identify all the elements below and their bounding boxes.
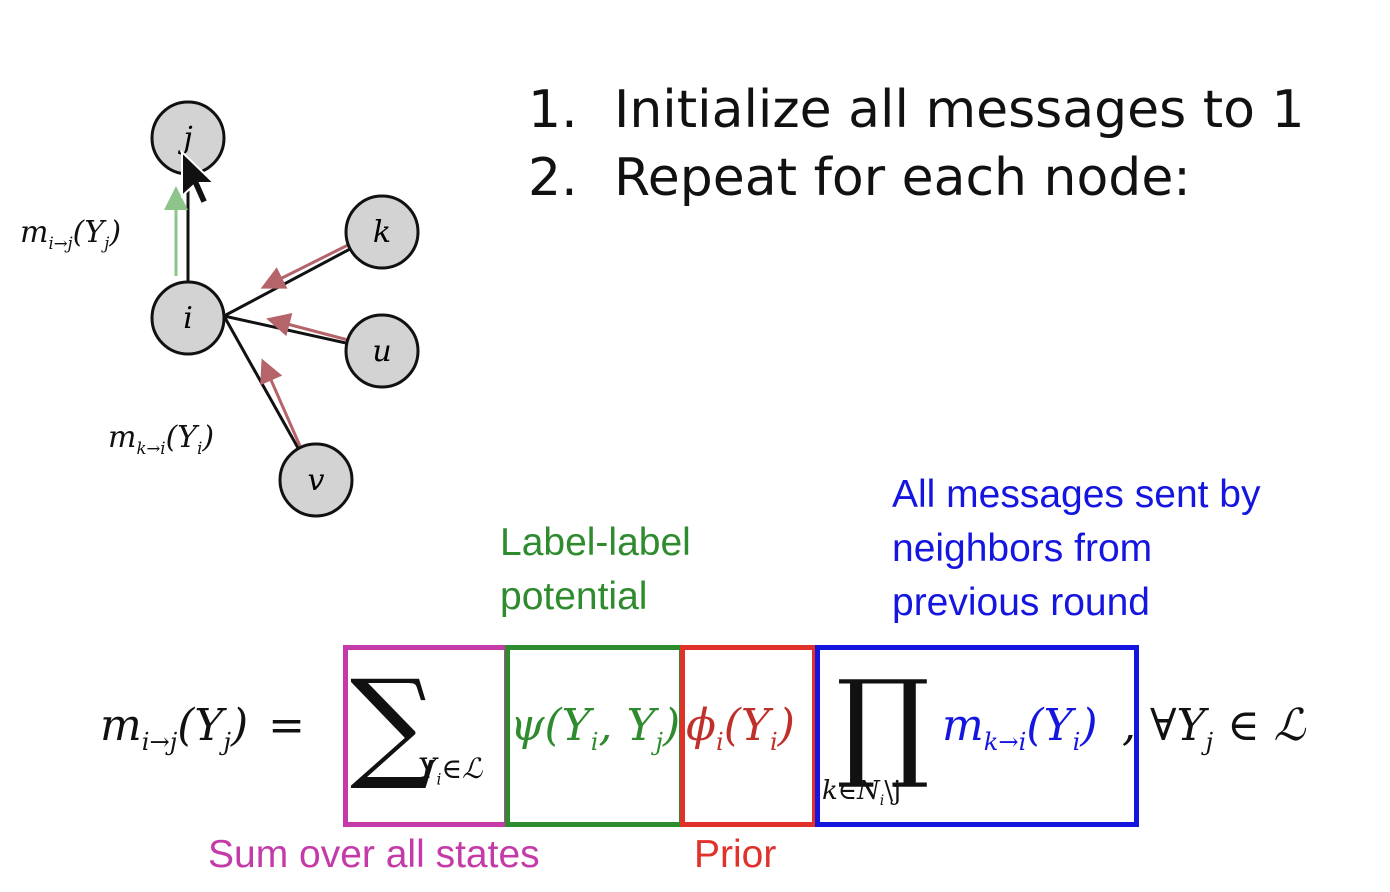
message-label-k-to-i: mk→i(Yi) (108, 420, 215, 458)
node-u-label: u (372, 334, 391, 369)
node-k (344, 194, 420, 270)
sum-subscript: Yi∈ℒ (418, 752, 483, 789)
graph-nodes: j k i u v (150, 100, 420, 518)
prior-term: ϕi(Yi) (686, 700, 795, 756)
message-arrow-k-to-i (260, 242, 351, 289)
message-arrow-u-to-i (266, 312, 349, 342)
prior-box (680, 645, 817, 827)
node-k-label: k (373, 215, 391, 250)
message-passing-graph: j k i u v (150, 100, 420, 518)
node-u (344, 313, 420, 389)
step-2: 2.Repeat for each node: (528, 148, 1191, 208)
cursor-icon (181, 149, 217, 206)
messages-box (815, 645, 1139, 827)
potential-term: ψ(Yi, Yj) (510, 700, 681, 756)
equation-tail: , ∀Yj ∈ ℒ (1122, 700, 1306, 756)
sum-symbol: ∑ (350, 655, 436, 794)
product-symbol: ∏ (836, 654, 930, 792)
node-v-label: v (308, 463, 325, 498)
node-i-label: i (183, 301, 193, 336)
node-v (278, 442, 354, 518)
product-subscript: k∈Ni\j (822, 776, 902, 810)
algorithm-steps: 1.Initialize all messages to 1 2.Repeat … (528, 76, 1305, 212)
message-term: mk→i(Yi) (942, 700, 1098, 756)
prior-annotation: Prior (694, 833, 777, 876)
node-i (150, 280, 226, 356)
step-1: 1.Initialize all messages to 1 (528, 80, 1305, 140)
message-arrow-v-to-i (260, 358, 302, 447)
sum-annotation: Sum over all states (208, 833, 540, 876)
message-label-i-to-j: mi→j(Yj) (20, 215, 122, 253)
equation-lhs: mi→j(Yj) = (100, 700, 306, 756)
label-label-potential-annotation: Label-label potential (500, 521, 691, 618)
messages-annotation: All messages sent by neighbors from prev… (892, 473, 1261, 624)
